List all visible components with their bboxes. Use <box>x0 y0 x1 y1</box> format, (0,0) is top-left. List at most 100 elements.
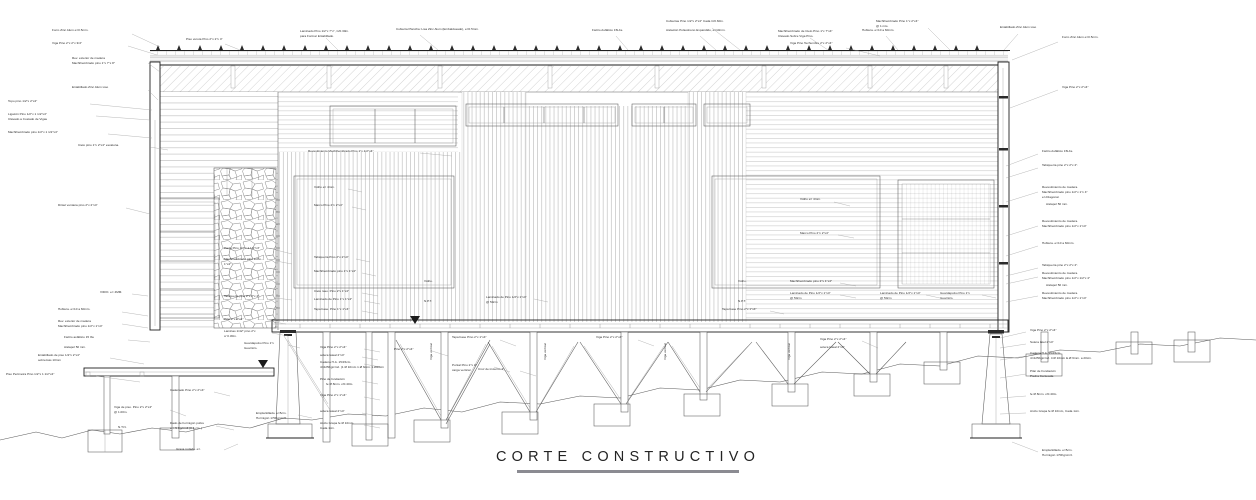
annotation-label: Viga de piso. Pino 2"x 2"x4" <box>114 405 152 409</box>
annotation-leader <box>361 310 379 315</box>
interior-glazing-right <box>711 175 881 289</box>
annotation-label: Revestimiento de madera. <box>1042 219 1078 223</box>
annotation-label: solera lateal 2"x4" <box>320 409 345 413</box>
annotation-leader <box>1011 41 1059 61</box>
annotation-label: Marco Pino 2"x 2"x4" <box>800 231 829 235</box>
annotation-leader <box>885 35 899 51</box>
annotation-label: N.P.T. <box>424 299 432 303</box>
right-corner-post <box>997 61 1010 333</box>
footing <box>1025 353 1063 377</box>
annotation-label: N.P.T. <box>738 299 746 303</box>
annotation-leader <box>1005 153 1039 167</box>
annotation-label: Viga Pino 2"x 2"x4" <box>820 337 846 341</box>
annotation-leader <box>493 366 511 373</box>
support-posts <box>103 331 1196 443</box>
upper-left-siding <box>278 92 458 152</box>
floor-joist-ticks <box>299 324 991 328</box>
post-7 <box>787 331 796 393</box>
annotation-leader <box>223 443 239 451</box>
footing <box>501 411 539 435</box>
footing <box>923 361 961 385</box>
annotation-leader <box>361 380 379 385</box>
annotation-leader <box>699 35 717 51</box>
left-foundation-pier <box>266 330 314 439</box>
annotation-label: Forro Zinc Alum e=0.5mm. <box>52 28 89 32</box>
annotation-label: Emplantillado. e=5cm. <box>256 411 287 415</box>
floor-structure <box>271 319 1009 333</box>
annotation-label: Hoblera. e=10 a 60mm. <box>58 307 90 311</box>
annotation-label: Viga Pino 2"x 2"x4" <box>1062 85 1088 89</box>
clerestory-window-right <box>631 103 697 127</box>
annotation-label: VIDIO. e= 4MM. <box>100 290 122 294</box>
left-corner-post <box>149 61 161 331</box>
annotation-leader <box>637 339 655 347</box>
annotation-label: Cubierta Plancha: Lisa Zinc Alum (Embald… <box>396 27 479 31</box>
annotation-leader <box>347 188 363 193</box>
annotation-leader <box>861 340 879 349</box>
footings <box>87 339 1211 453</box>
annotation-label: Machihembrado pino 1/2"x <box>224 257 261 261</box>
annotation-leader <box>431 350 449 357</box>
annotation-leader <box>999 343 1027 349</box>
annotation-label: Laminas 1/42" pino 2"x <box>224 329 256 333</box>
annotation-label: en Diagonal. <box>1042 195 1059 199</box>
post-connectors <box>999 96 1008 265</box>
annotation-label: Clavado a Costado de Vigas <box>8 117 48 121</box>
annotation-label: Viga vertical <box>429 343 433 360</box>
annotation-leader <box>1003 33 1019 51</box>
post-1b <box>365 331 373 441</box>
annotation-leader <box>361 292 379 297</box>
post-9 <box>939 331 948 371</box>
level-marker-deck <box>258 360 268 368</box>
annotation-label: Dado de hormigón pobre <box>170 421 204 425</box>
annotation-text-layer: Forro Zinc Alum e=0.5mm. Viga Pino 2"x 2"… <box>6 19 1099 457</box>
annotation-leader <box>215 425 235 431</box>
footing <box>159 427 195 451</box>
annotation-label: 4=225Kg/cm2. (1 Ø 10mm 1.Ø 6mm. 1.Ø20cm <box>320 365 384 369</box>
annotation-label: Viga Pino 2"x 2"x4" <box>1030 328 1056 332</box>
annotation-label: Emplantillado. e=5cm. <box>1042 448 1073 452</box>
annotation-label: carga vertical <box>452 368 471 372</box>
annotation-leader <box>95 375 141 383</box>
annotation-label: Anclo Grapa fe Ø 10mm, Cada 1cm. <box>1030 409 1080 413</box>
annotation-label: Cadenado Pino 2"x 2"x4" <box>170 388 205 392</box>
annotation-leader <box>275 249 293 255</box>
annotation-leader <box>1005 167 1039 179</box>
annotation-label: Viga Pino 2"x 2"x4" <box>320 345 346 349</box>
annotation-label: para Formar Entabillado. <box>300 34 334 38</box>
annotation-label: Laminado de Pino 1"x 1"x4" <box>314 297 352 301</box>
annotation-leader <box>839 282 857 287</box>
roof-ceiling-layer <box>150 61 1008 65</box>
footing-row <box>87 339 1211 453</box>
footing <box>413 419 451 443</box>
annotation-label: Laminado de Pino 1/2"x 1"x4" <box>880 291 921 295</box>
post-3 <box>440 331 449 429</box>
annotation-label: Machihembrado pino 1/2"x 1"x4" <box>1042 224 1087 228</box>
annotation-leader <box>361 412 379 417</box>
annotation-label: Revestimiento Machihembrado Pino 1"x 1/2… <box>308 149 373 153</box>
annotation-label: Topo pino 1/2"x 2"x4" <box>8 99 37 103</box>
annotation-label: Viga Pino 2"x 2"x4" <box>596 335 622 339</box>
annotation-label: Solera Iatel 2"x4" <box>1030 340 1054 344</box>
annotation-label: Viga vertical <box>787 343 791 360</box>
annotation-leader <box>837 234 855 239</box>
annotation-label: Machihembrado pino 1"x 7"x 8" <box>72 61 115 65</box>
annotation-label: Tabiquería pino 2"x 2"x 2". <box>1042 163 1078 167</box>
annotation-leader <box>927 27 951 51</box>
roof-insulation-layer <box>150 57 1008 62</box>
annotation-label: Tapa base. Pino 1"x 1"x4" <box>314 307 349 311</box>
annotation-leader <box>351 206 367 211</box>
annotation-label: Cadena H.A. 15/15cm. <box>1030 351 1061 355</box>
annotation-label: Viga Pino Techumbre 2"x 2"x4" <box>790 41 833 45</box>
annotation-leader <box>845 47 881 57</box>
deck-post-2 <box>103 375 111 435</box>
annotation-leader <box>131 33 161 48</box>
annotation-leader <box>121 323 149 329</box>
center-left-opening <box>293 175 455 289</box>
annotation-label: Machihembrado pino 1/2"x 1/2"x 4" <box>1042 276 1090 280</box>
annotation-leader <box>711 27 741 51</box>
annotation-label: Fieltro asfáltico 15 lbs <box>64 335 94 339</box>
annotation-label: Machihembrado pino 1/2"x 1"x 4" <box>1042 190 1088 194</box>
